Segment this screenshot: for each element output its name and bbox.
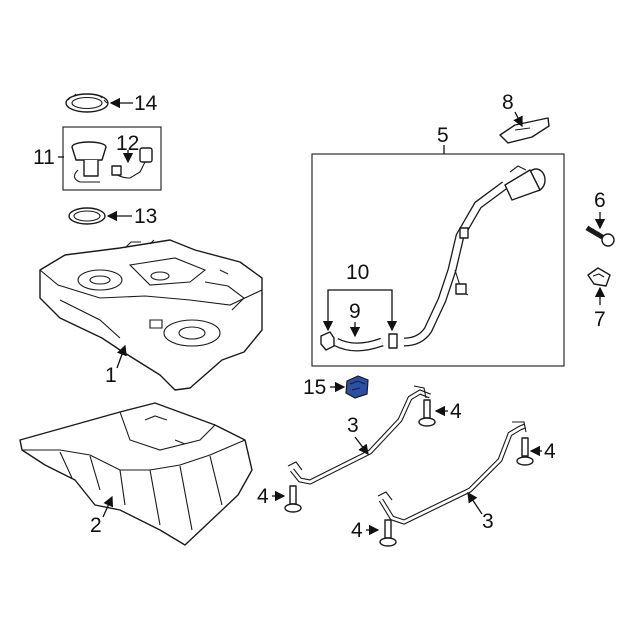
callout-4-upper-right: 4: [450, 400, 462, 423]
callout-9: 9: [349, 300, 361, 323]
callout-10: 10: [346, 261, 369, 284]
fuel-tank-part[interactable]: [39, 239, 263, 391]
bolt-4c-part[interactable]: [284, 485, 302, 513]
callout-3-upper: 3: [347, 414, 359, 437]
callout-11: 11: [33, 146, 55, 169]
filler-hose-part[interactable]: [333, 337, 384, 352]
callout-3-lower: 3: [482, 510, 494, 533]
filler-pipe-box: [311, 153, 565, 367]
callout-1: 1: [105, 364, 117, 387]
lock-ring-part[interactable]: [65, 93, 109, 113]
callout-6: 6: [594, 189, 606, 212]
filler-door-part[interactable]: [499, 117, 550, 144]
strap-lower-part[interactable]: [377, 421, 527, 525]
callout-2: 2: [90, 514, 102, 537]
fuel-pump-module-part[interactable]: [71, 141, 107, 183]
callout-7: 7: [594, 308, 606, 331]
bolt-4d-part[interactable]: [379, 519, 397, 547]
strap-upper-part[interactable]: [287, 385, 431, 485]
callout-12: 12: [116, 132, 139, 155]
callout-13: 13: [134, 205, 157, 228]
pump-module-box: [62, 126, 162, 191]
callout-5: 5: [437, 124, 449, 147]
clip-part[interactable]: [587, 267, 611, 287]
callout-4-bottom: 4: [351, 519, 363, 542]
callout-15: 15: [303, 376, 326, 399]
leader-lines: [58, 97, 606, 536]
callout-4-right: 4: [544, 440, 556, 463]
callout-4-left: 4: [257, 485, 269, 508]
bracket-15-part[interactable]: [345, 375, 369, 399]
gasket-part[interactable]: [68, 207, 106, 225]
hose-clamp-part[interactable]: [320, 331, 398, 351]
sender-harness-part[interactable]: [111, 147, 153, 179]
heat-shield-part[interactable]: [19, 402, 253, 546]
callout-14: 14: [134, 92, 158, 115]
callout-8: 8: [502, 91, 514, 114]
bolt-6-part[interactable]: [585, 225, 615, 247]
bolt-4b-part[interactable]: [516, 437, 534, 466]
filler-pipe-part[interactable]: [403, 165, 546, 347]
bolt-4a-part[interactable]: [418, 399, 436, 427]
